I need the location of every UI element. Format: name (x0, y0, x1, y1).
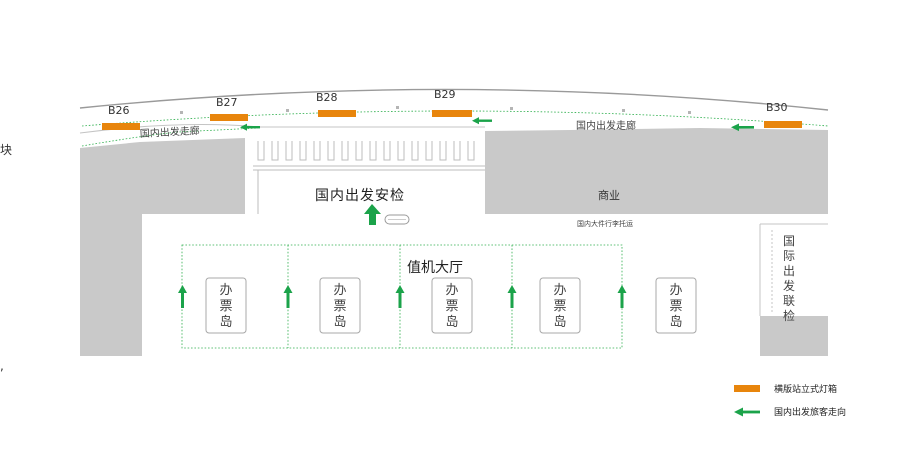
corridor-arrow-icon (240, 123, 260, 131)
intl-label-char: 检 (783, 308, 795, 323)
cut-off-text-top: 块 (0, 143, 13, 157)
corridor-route-line (81, 110, 829, 127)
wall-left (80, 138, 245, 356)
ticket-island: 办 票 岛 (539, 277, 581, 334)
security-lanes (253, 141, 485, 214)
corridor-route-line-lower (81, 127, 259, 147)
legend-lightbox-label: 横版站立式灯箱 (774, 385, 838, 395)
island-label-char: 岛 (669, 314, 682, 330)
pillar-dots (180, 106, 691, 114)
intl-link-zone: 国 际 出 发 联 检 (759, 223, 828, 323)
island-label-char: 办 (333, 283, 346, 298)
ticket-island: 办 票 岛 (431, 277, 473, 334)
wall-right-lower (760, 316, 828, 356)
lightbox (318, 110, 356, 117)
gate-label: B29 (434, 88, 456, 101)
lightbox (102, 123, 140, 130)
island-label-char: 办 (445, 283, 458, 298)
corridor-label-right: 国内出发走廊 (576, 119, 636, 132)
island-label-char: 办 (553, 283, 566, 298)
ticket-island: 办 票 岛 (655, 277, 697, 334)
island-label-char: 票 (553, 299, 566, 314)
legend-direction: 国内出发旅客走向 (734, 405, 846, 418)
intl-label-char: 出 (783, 264, 795, 278)
lightbox (432, 110, 472, 117)
legend-lightbox: 横版站立式灯箱 (734, 382, 837, 395)
hall-up-arrow-icon (507, 285, 517, 308)
intl-label-char: 国 (783, 234, 795, 248)
baggage-storage-label: 国内大件行李托运 (577, 219, 633, 228)
island-label-char: 岛 (553, 314, 566, 330)
hall-up-arrow-icon (178, 285, 187, 308)
intl-label-char: 联 (783, 294, 795, 308)
cut-off-text-bottom: , (0, 359, 4, 373)
checkin-hall-label: 值机大厅 (407, 260, 463, 276)
island-label-char: 票 (219, 299, 232, 314)
ticket-island: 办 票 岛 (319, 277, 361, 334)
gate-b27: B27 (210, 96, 248, 121)
island-label-char: 岛 (445, 314, 458, 330)
security-label: 国内出发安检 (315, 188, 405, 204)
hall-up-arrow-icon (617, 285, 627, 308)
corridor-label-left: 国内出发走廊 (139, 124, 200, 140)
legend-direction-label: 国内出发旅客走向 (774, 408, 847, 418)
intl-label-char: 发 (783, 278, 795, 293)
island-label-char: 票 (333, 299, 346, 314)
gate-b29: B29 (432, 88, 472, 117)
island-label-char: 票 (445, 299, 458, 314)
hall-up-arrow-icon (395, 285, 405, 308)
security-up-arrow-icon (364, 204, 381, 225)
gate-label: B27 (216, 96, 238, 109)
island-label-char: 岛 (333, 314, 346, 330)
security-door-icon (384, 214, 410, 225)
island-label-char: 办 (669, 283, 682, 298)
corridor-arrow-icon (472, 117, 492, 125)
island-label-char: 岛 (219, 314, 232, 330)
corridor-arrow-icon (731, 123, 754, 132)
island-label-char: 办 (219, 283, 232, 298)
gate-label: B30 (766, 101, 788, 114)
commercial-label: 商业 (598, 188, 620, 202)
gate-label: B28 (316, 91, 338, 104)
hall-up-arrow-icon (283, 285, 293, 308)
lightbox (764, 121, 802, 128)
direction-arrow-icon (734, 407, 760, 416)
terminal-outline-top (79, 88, 829, 111)
ticket-island: 办 票 岛 (205, 277, 247, 334)
wall-commercial (485, 128, 828, 214)
gate-b28: B28 (316, 91, 356, 117)
gate-label: B26 (108, 104, 130, 117)
island-label-char: 票 (669, 299, 682, 314)
gate-b30: B30 (764, 101, 802, 128)
lightbox-swatch (734, 385, 760, 392)
intl-label-char: 际 (783, 249, 795, 263)
gate-b26: B26 (102, 104, 140, 130)
lightbox (210, 114, 248, 121)
